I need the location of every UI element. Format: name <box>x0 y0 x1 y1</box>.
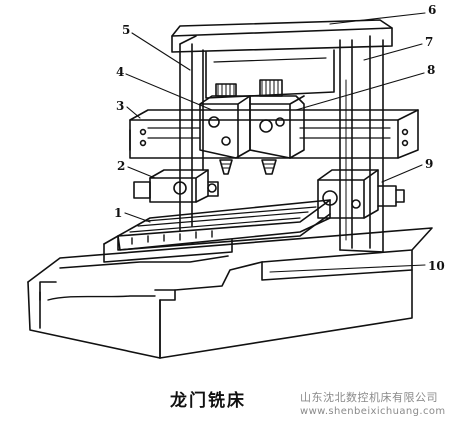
watermark-company: 山东沈北数控机床有限公司 <box>300 391 438 404</box>
callout-3: 3 <box>116 99 124 113</box>
right-column <box>339 35 384 253</box>
diagram-caption: 龙门铣床 <box>170 391 246 411</box>
callout-9: 9 <box>425 157 433 171</box>
callout-4: 4 <box>116 65 124 79</box>
callout-10: 10 <box>428 259 445 273</box>
callout-6: 6 <box>428 3 436 17</box>
callout-1: 1 <box>114 206 122 220</box>
side-milling-head-right <box>317 169 405 219</box>
cross-rail <box>129 109 419 159</box>
callout-numbers: 1 2 3 4 5 6 7 8 9 10 <box>114 3 445 273</box>
callout-leaders <box>124 12 426 273</box>
callout-8: 8 <box>427 63 435 77</box>
callout-2: 2 <box>117 159 125 173</box>
side-milling-head-left <box>133 169 219 203</box>
watermark-website: www.shenbeixichuang.com <box>300 406 446 417</box>
vertical-spindle-head-right <box>249 79 305 175</box>
machine-bed <box>27 227 433 359</box>
callout-5: 5 <box>122 23 130 37</box>
callout-7: 7 <box>425 35 433 49</box>
worktable <box>103 199 331 263</box>
